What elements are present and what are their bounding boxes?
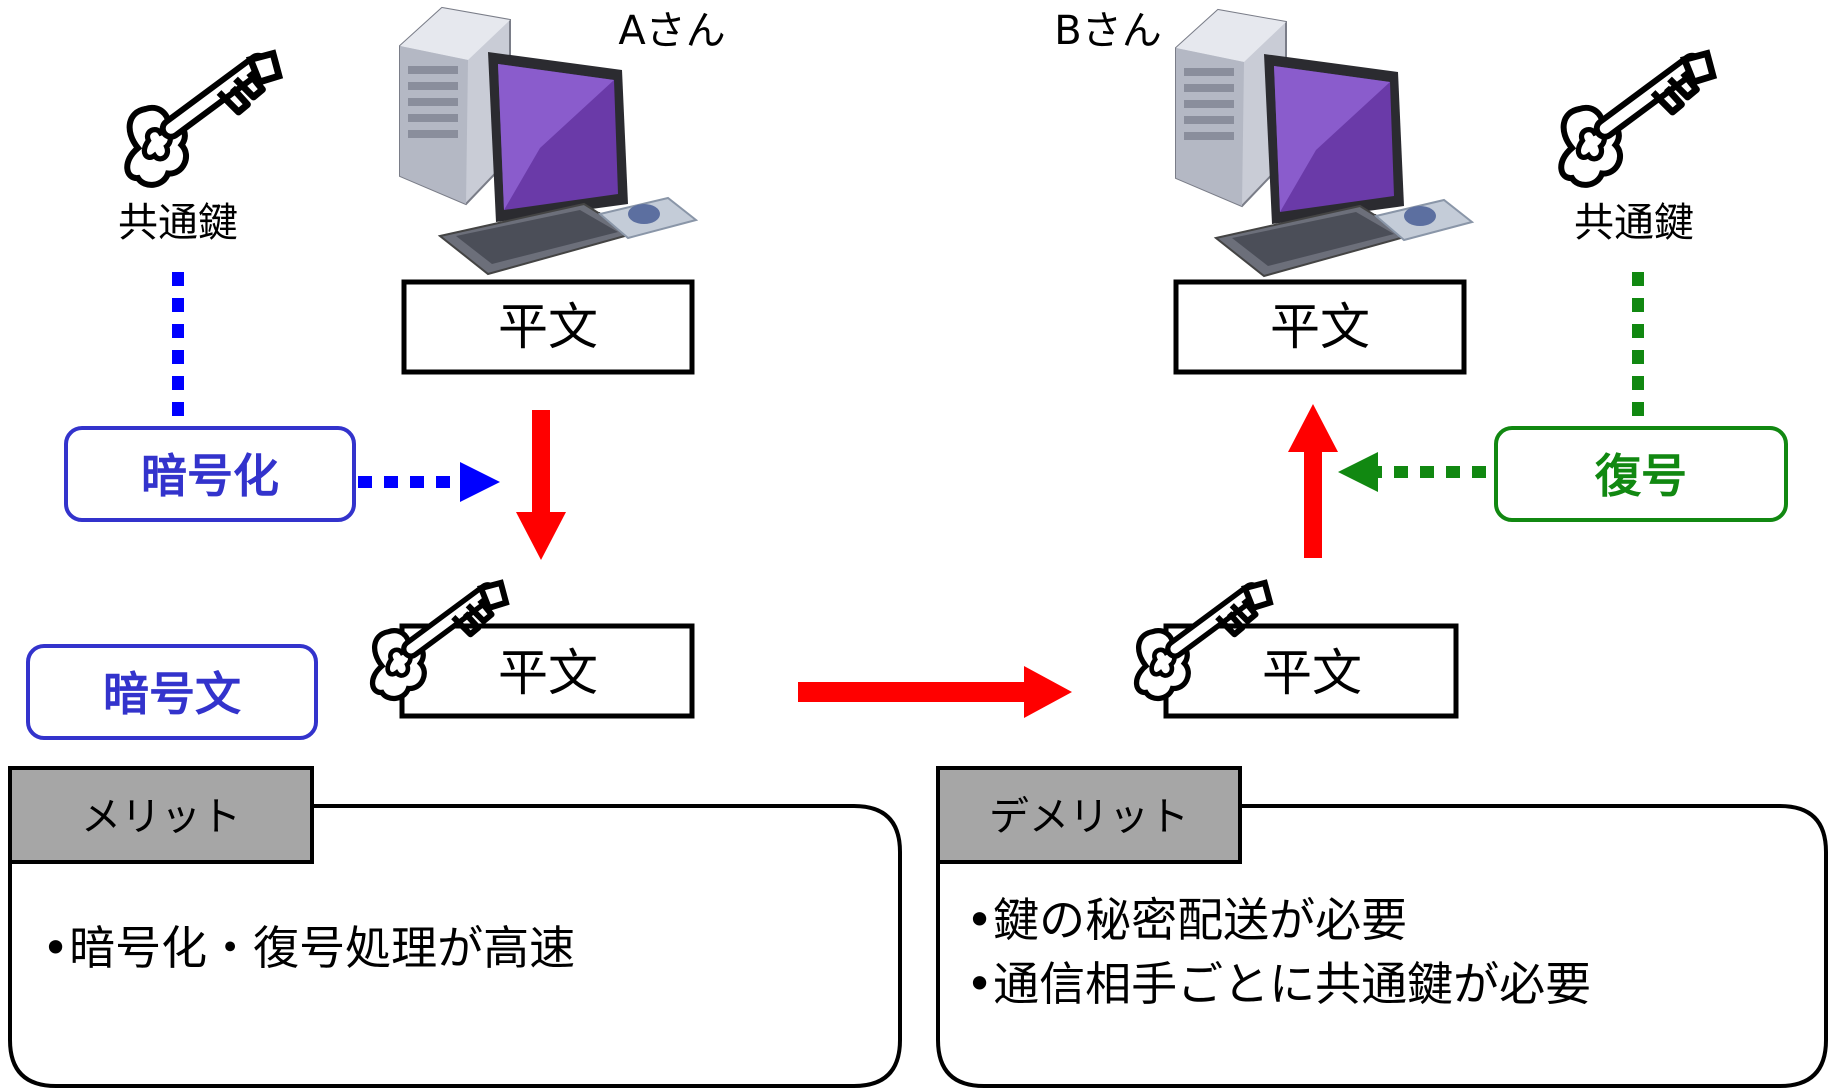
plaintext-b-label: 平文 — [1270, 298, 1370, 356]
demerit-item-1: •鍵の秘密配送が必要 — [966, 893, 1407, 947]
user-a-label: Aさん — [618, 8, 725, 54]
merit-header — [8, 766, 314, 864]
ciphertext-label: 暗号文 — [103, 667, 241, 721]
merit-item-1: •暗号化・復号処理が高速 — [42, 921, 575, 975]
encrypt-label: 暗号化 — [141, 449, 279, 503]
decrypt-flow-arrow-shaft — [1304, 446, 1322, 558]
transmit-arrow-icon — [1024, 666, 1072, 718]
encrypt-box — [64, 426, 356, 522]
demerit-item-2: •通信相手ごとに共通鍵が必要 — [966, 957, 1591, 1011]
decrypt-label: 復号 — [1594, 449, 1687, 503]
encrypted-a-box — [399, 623, 695, 719]
demerit-title: デメリット — [989, 794, 1189, 840]
plaintext-a-label: 平文 — [498, 298, 598, 356]
encrypted-b-label: 平文 — [1262, 644, 1362, 702]
plaintext-a-box — [401, 279, 695, 375]
encrypted-a-label: 平文 — [498, 644, 598, 702]
user-b-label: Bさん — [1054, 8, 1161, 54]
ciphertext-box — [26, 644, 318, 740]
computer-b-icon — [1175, 9, 1473, 277]
encrypt-flow-arrow-shaft — [532, 410, 550, 514]
plaintext-b-box — [1173, 279, 1467, 375]
demerit-panel — [936, 804, 1828, 1088]
merit-title: メリット — [81, 794, 241, 840]
decrypt-arrowhead-icon — [1338, 452, 1378, 492]
encrypt-arrowhead-icon — [460, 462, 500, 502]
merit-panel — [8, 804, 902, 1088]
decrypt-box — [1494, 426, 1788, 522]
shared-key-a-label: 共通鍵 — [118, 200, 238, 246]
shared-key-b-label: 共通鍵 — [1574, 200, 1694, 246]
transmit-arrow-shaft — [798, 682, 1028, 702]
encrypt-flow-arrow-icon — [516, 512, 566, 560]
demerit-header — [936, 766, 1242, 864]
decrypt-flow-arrow-icon — [1288, 404, 1338, 452]
shared-key-b-icon — [1561, 54, 1713, 185]
shared-key-a-icon — [127, 54, 279, 185]
